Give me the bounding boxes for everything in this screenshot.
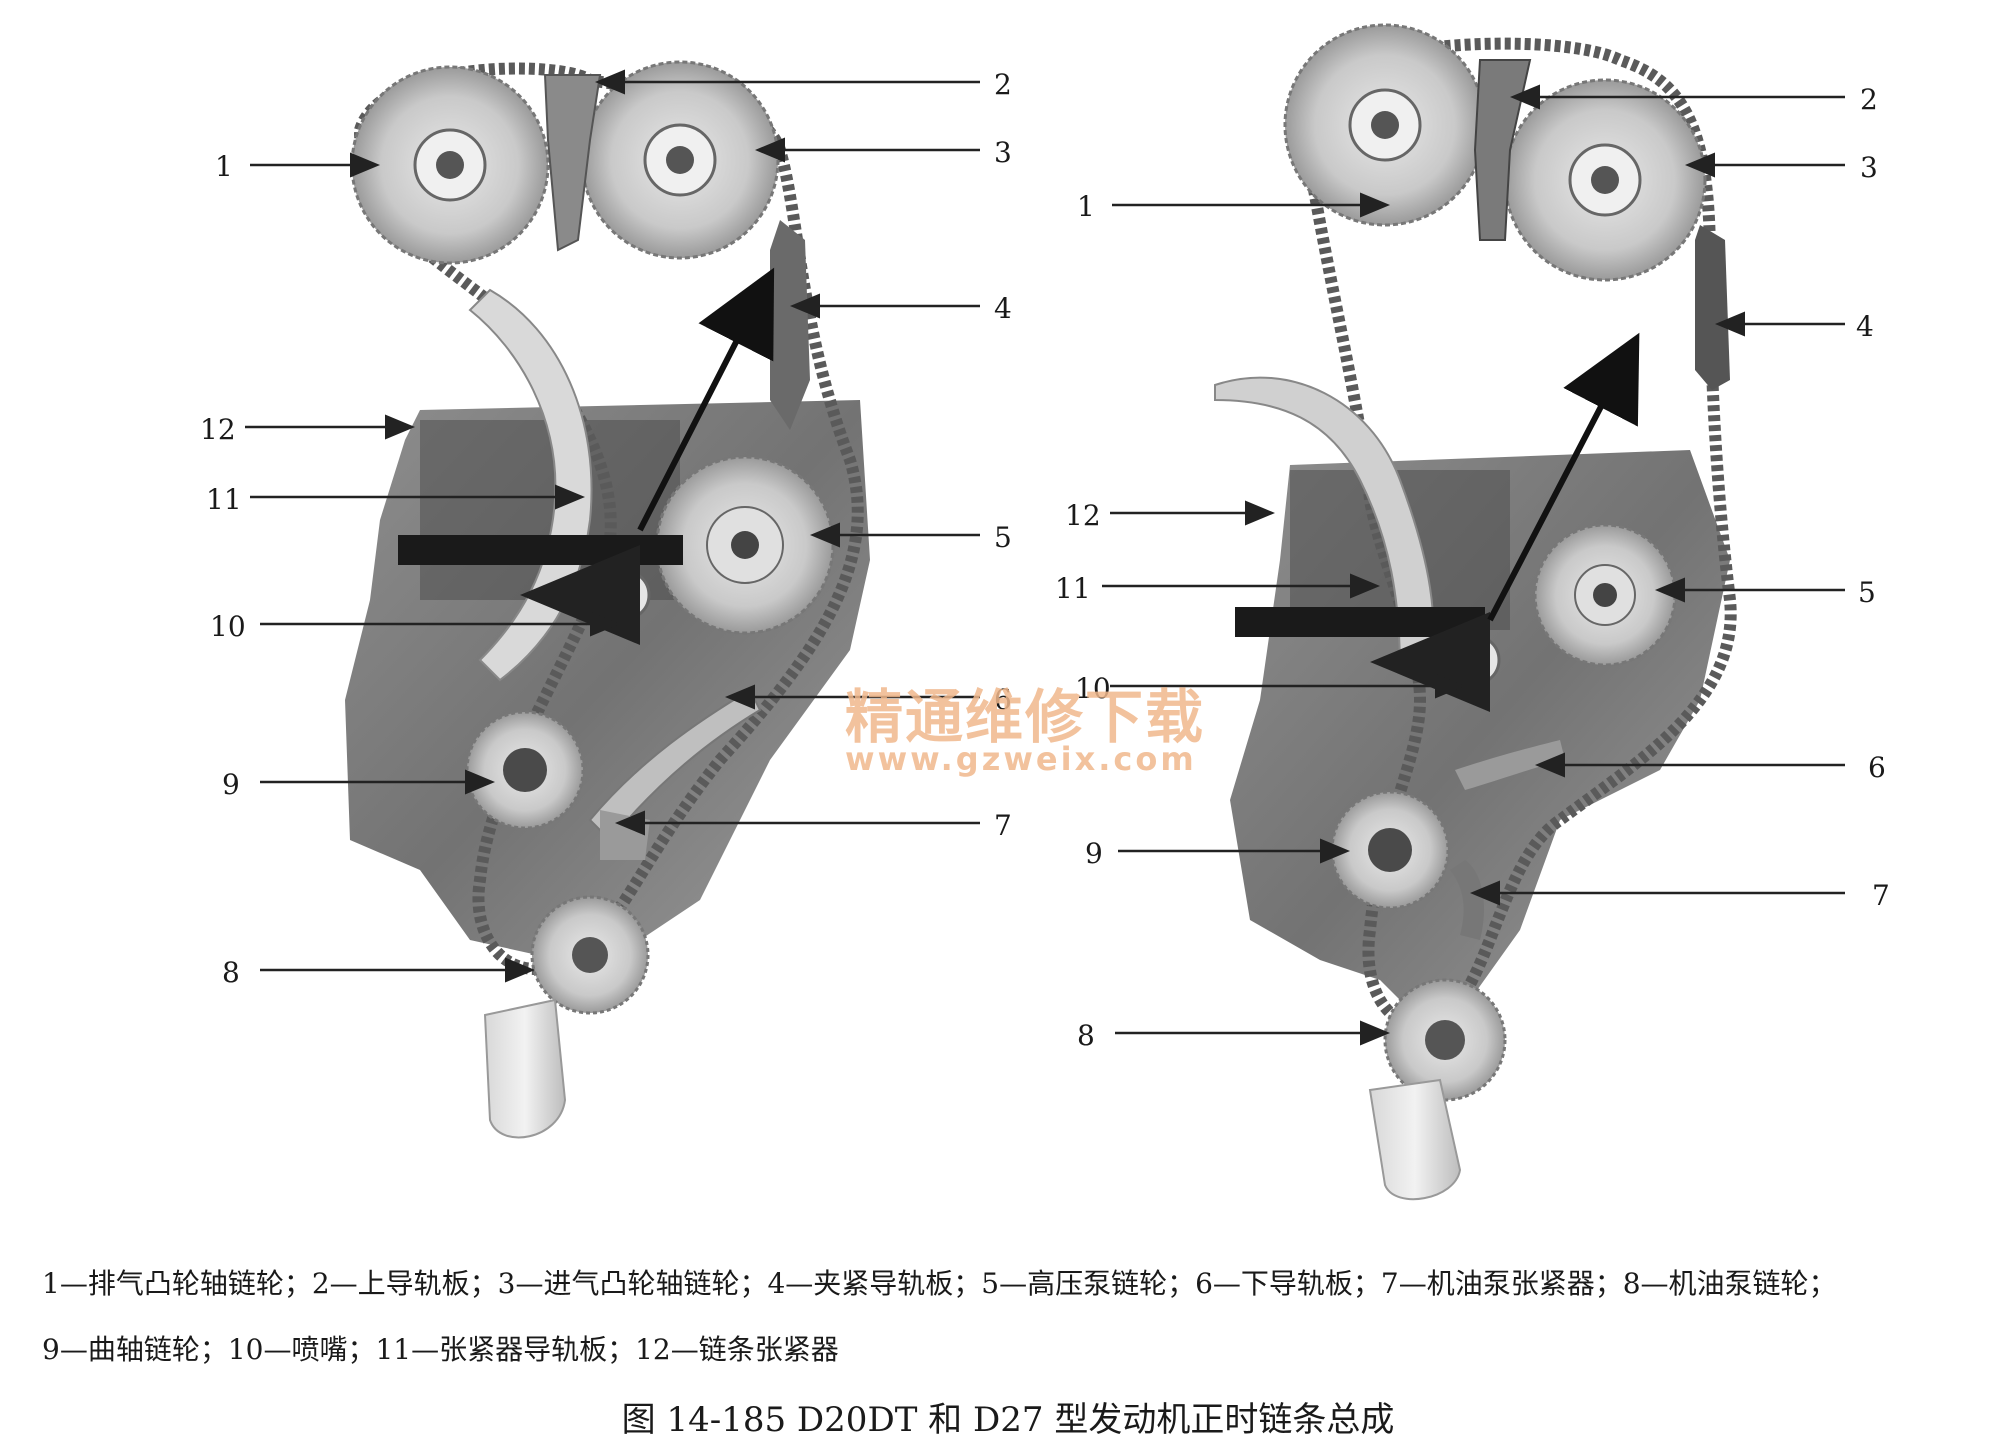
left-callout-9: 9: [222, 768, 240, 801]
left-callout-4: 4: [994, 292, 1012, 325]
right-callout-1: 1: [1077, 190, 1095, 223]
timing-chain: [1293, 37, 1737, 1031]
figure-caption: 图 14-185 D20DT 和 D27 型发动机正时链条总成: [621, 1400, 1395, 1440]
lower-guide-rail: [588, 688, 762, 842]
oil-pump-tensioner: [1450, 860, 1485, 940]
oil-nozzle: [599, 569, 651, 621]
left-callout-2: 2: [994, 68, 1012, 101]
oil-filter: [1368, 1078, 1462, 1201]
watermark-text: 精通维修下载: [845, 683, 1205, 751]
flow-arrow-large: [637, 267, 775, 532]
left-callout-1: 1: [215, 150, 233, 183]
right-callout-8: 8: [1077, 1019, 1095, 1052]
right-callout-leaders: [1102, 84, 1845, 1046]
left-callout-7: 7: [994, 809, 1012, 842]
legend-line-2: 9—曲轴链轮；10—喷嘴；11—张紧器导轨板；12—链条张紧器: [42, 1333, 839, 1366]
left-engine-illustration: [345, 60, 870, 1139]
right-callout-4: 4: [1856, 310, 1874, 343]
right-callout-6: 6: [1868, 751, 1886, 784]
left-callout-10: 10: [210, 610, 246, 643]
right-callout-7: 7: [1872, 879, 1890, 912]
legend-line-1: 1—排气凸轮轴链轮；2—上导轨板；3—进气凸轮轴链轮；4—夹紧导轨板；5—高压泵…: [42, 1267, 1837, 1300]
right-callout-9: 9: [1085, 837, 1103, 870]
timing-chain-diagram: 1 2 3 4 5 6 7 8 9 10 11 12: [200, 23, 1890, 1201]
highlight-bar: [1235, 607, 1485, 637]
right-engine-illustration: [1214, 23, 1737, 1201]
oil-nozzle: [1449, 634, 1501, 686]
clamping-guide-rail: [1695, 225, 1730, 390]
clamping-guide-rail: [770, 220, 810, 430]
right-callout-numbers: 1 2 3 4 5 6 7 8 9 10 11 12: [1055, 83, 1890, 1052]
right-callout-5: 5: [1858, 576, 1876, 609]
left-callout-numbers: 1 2 3 4 5 6 7 8 9 10 11 12: [200, 68, 1012, 989]
flow-arrow-large: [1487, 332, 1640, 622]
left-callout-leaders: [245, 69, 980, 983]
right-callout-2: 2: [1860, 83, 1878, 116]
oil-filter: [483, 998, 567, 1139]
right-callout-11: 11: [1055, 572, 1091, 605]
left-callout-6: 6: [994, 683, 1012, 716]
highlight-bar: [398, 535, 683, 565]
right-callout-3: 3: [1860, 151, 1878, 184]
left-callout-12: 12: [200, 413, 236, 446]
left-callout-8: 8: [222, 956, 240, 989]
right-callout-12: 12: [1065, 499, 1101, 532]
watermark-url: www.gzweix.com: [845, 740, 1197, 778]
left-callout-3: 3: [994, 136, 1012, 169]
left-callout-5: 5: [994, 521, 1012, 554]
right-callout-10: 10: [1075, 672, 1111, 705]
left-callout-11: 11: [206, 483, 242, 516]
